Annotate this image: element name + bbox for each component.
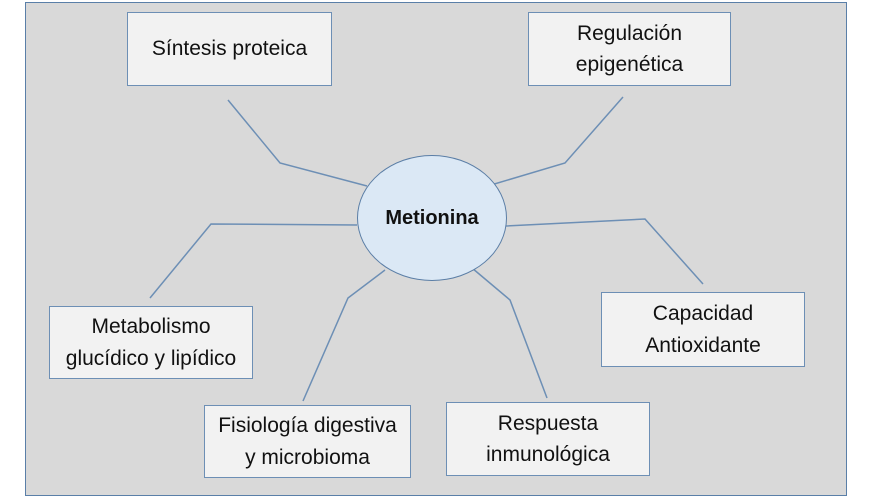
connector-sintesis (227, 99, 368, 187)
connector-capacidad (505, 218, 704, 285)
connector-fisiologia (302, 269, 386, 402)
connector-metabolismo (149, 223, 358, 299)
node-label: Capacidad Antioxidante (645, 302, 761, 357)
node-respuesta-inmunologica: Respuesta inmunológica (446, 402, 650, 476)
node-label: Metabolismo glucídico y lipídico (65, 315, 237, 370)
connector-regulacion (490, 96, 624, 186)
node-label: Síntesis proteica (151, 37, 308, 61)
node-sintesis-proteica: Síntesis proteica (127, 12, 332, 86)
connector-respuesta (471, 267, 548, 399)
node-metabolismo-glucidico-lipidico: Metabolismo glucídico y lipídico (49, 306, 253, 379)
node-capacidad-antioxidante: Capacidad Antioxidante (601, 292, 805, 367)
center-node-label: Metionina (385, 206, 479, 229)
node-label: Respuesta inmunológica (486, 411, 610, 467)
node-label: Regulación epigenética (575, 21, 684, 77)
center-node-metionina: Metionina (357, 155, 507, 281)
node-label: Fisiología digestiva y microbioma (218, 414, 397, 469)
node-fisiologia-digestiva-microbioma: Fisiología digestiva y microbioma (204, 405, 411, 478)
node-regulacion-epigenetica: Regulación epigenética (528, 12, 731, 86)
